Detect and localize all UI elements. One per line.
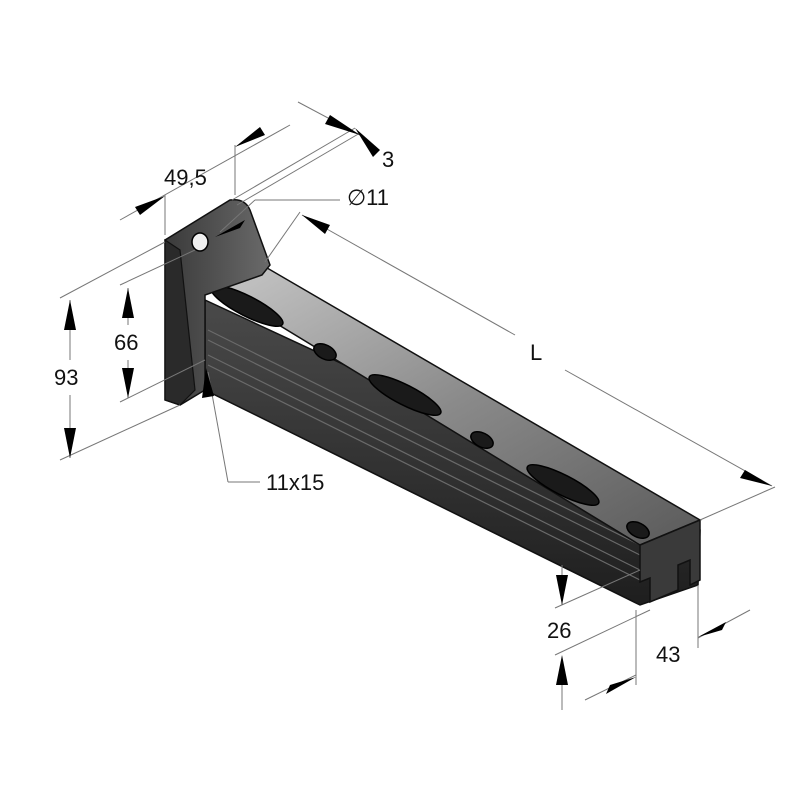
arrow-dia11 — [215, 220, 245, 237]
label-profile-height: 26 — [547, 618, 571, 643]
label-hole-diameter: ∅11 — [347, 185, 389, 210]
arrow-thickness-2 — [355, 128, 380, 157]
label-slot-size: 11x15 — [266, 470, 324, 495]
slot-2 — [368, 374, 442, 416]
channel-end-profile — [639, 518, 701, 604]
channel-side-face — [204, 298, 701, 606]
hole-1 — [313, 342, 337, 362]
label-slot-spacing: 66 — [114, 330, 138, 355]
arrow-93-bottom — [64, 428, 76, 458]
arrow-66-bottom — [122, 368, 134, 398]
arrow-43-left — [606, 677, 636, 694]
dimension-arrows — [64, 115, 772, 694]
arrow-495-left — [135, 196, 165, 215]
arrow-495-right — [235, 127, 265, 147]
label-profile-width: 43 — [656, 642, 680, 667]
slot-3 — [526, 464, 600, 506]
arrow-26-bottom — [556, 655, 568, 685]
base-plate-hole — [191, 232, 209, 252]
arrow-93-top — [64, 300, 76, 330]
channel-ribs — [207, 329, 641, 581]
label-base-height: 93 — [54, 365, 78, 390]
dimension-labels: 3 49,5 ∅11 L 93 66 11x15 26 43 — [54, 147, 680, 667]
base-plate-gusset — [164, 238, 196, 406]
hole-2 — [470, 430, 494, 450]
bracket-body — [164, 198, 702, 606]
arrow-26-top — [556, 575, 568, 605]
label-thickness: 3 — [382, 147, 394, 172]
label-base-width: 49,5 — [164, 165, 207, 190]
arrow-43-right — [698, 622, 726, 637]
arrow-thickness-1 — [325, 115, 360, 135]
arrow-66-top — [122, 288, 134, 318]
label-length: L — [530, 340, 542, 365]
hole-3 — [626, 520, 650, 540]
arrow-L-left — [302, 215, 330, 234]
arrow-11x15 — [202, 368, 214, 398]
arrow-L-right — [740, 470, 772, 486]
channel-slots — [210, 285, 650, 540]
